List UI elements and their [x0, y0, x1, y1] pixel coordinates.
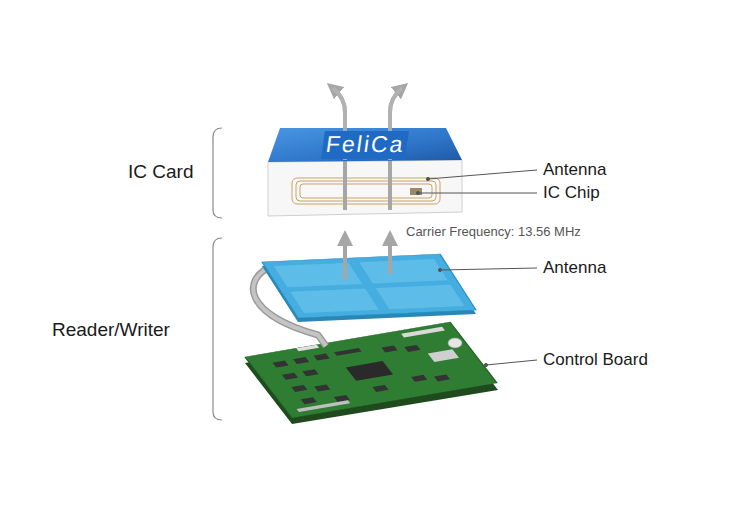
ic-card	[300, 184, 432, 198]
control-board	[273, 361, 289, 368]
ic-card	[268, 88, 462, 216]
control-board	[301, 397, 317, 404]
control-board	[291, 385, 307, 392]
control-board	[245, 322, 498, 424]
reader-antenna	[274, 263, 362, 288]
leader-lines	[416, 170, 537, 367]
control-board	[302, 369, 318, 376]
control-board	[346, 361, 393, 381]
part-label: Control Board	[543, 350, 648, 370]
group-label: Reader/Writer	[52, 319, 170, 342]
leader-lines	[426, 177, 429, 180]
control-board	[296, 345, 319, 352]
leader-lines	[428, 170, 537, 179]
control-board	[297, 400, 351, 412]
part-label: Antenna	[543, 258, 606, 278]
control-board	[434, 374, 450, 381]
group-bracket	[213, 238, 222, 420]
frequency-note: Carrier Frequency: 13.56 MHz	[406, 224, 581, 240]
reader-antenna	[359, 259, 447, 284]
reader-antenna	[376, 285, 464, 310]
reader-antenna	[262, 254, 476, 318]
ic-card	[296, 181, 436, 201]
leader-lines	[418, 193, 537, 194]
ic-chip	[410, 188, 422, 195]
control-board	[448, 338, 462, 348]
group-label: IC Card	[128, 161, 193, 184]
ic-card	[268, 160, 462, 216]
leader-lines	[484, 363, 487, 366]
control-board	[334, 348, 361, 356]
field-arrow	[388, 238, 392, 274]
control-board	[245, 322, 497, 418]
card-logo: FeliCa	[321, 131, 409, 159]
control-board	[373, 385, 389, 392]
field-arrow	[343, 238, 347, 280]
control-board	[245, 322, 497, 418]
part-label: Antenna	[543, 160, 606, 180]
leader-lines	[438, 268, 441, 271]
control-board	[314, 385, 330, 392]
leader-lines	[440, 268, 537, 270]
control-board	[404, 345, 420, 352]
reader-antenna	[290, 288, 378, 313]
control-board	[401, 327, 445, 338]
control-board	[428, 349, 459, 362]
leader-lines	[486, 360, 537, 365]
group-bracket	[213, 128, 222, 218]
control-board	[411, 375, 427, 382]
control-board	[282, 373, 298, 380]
reader-antenna	[262, 254, 476, 322]
part-label: IC Chip	[543, 183, 600, 203]
control-board	[382, 345, 398, 352]
control-board	[314, 354, 330, 361]
reader-antenna	[262, 254, 476, 318]
ic-card	[292, 178, 440, 204]
ic-card	[268, 128, 462, 162]
leader-lines	[416, 191, 419, 194]
control-board	[293, 357, 309, 364]
